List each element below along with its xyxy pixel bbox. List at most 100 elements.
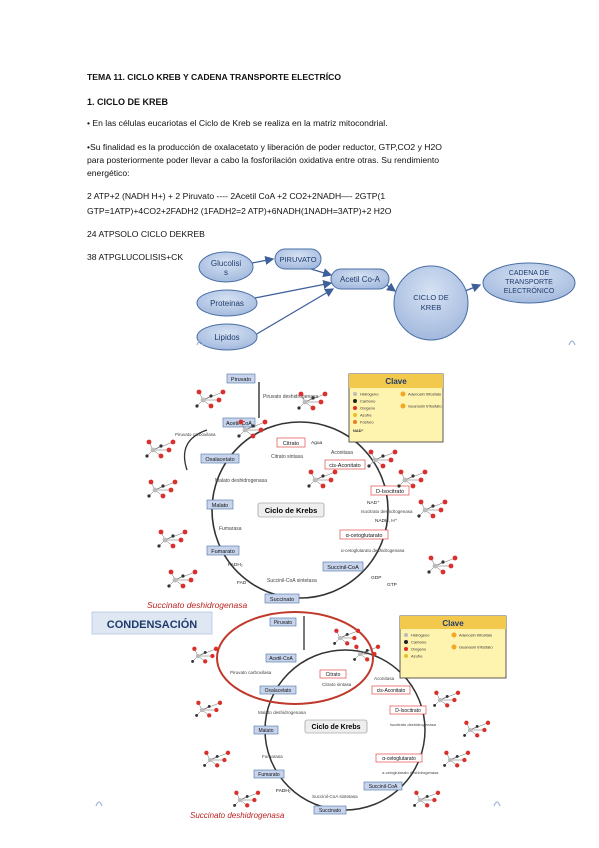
molecule-atom (208, 403, 214, 409)
molecule-atom (413, 803, 417, 807)
metabolite-acetil-coa: Acetil-CoA (269, 656, 293, 662)
molecule-atom (455, 754, 459, 758)
molecule-atom (203, 650, 207, 654)
molecule-atom (367, 464, 371, 468)
node-proteinas (196, 289, 258, 317)
molecule-atom (168, 569, 174, 575)
svg-text:Oxígeno: Oxígeno (360, 406, 376, 411)
molecule-atom (217, 700, 223, 705)
molecule-atom (442, 499, 448, 505)
molecule-atom (432, 797, 437, 803)
molecule-atom (213, 646, 219, 651)
svg-text:Azufre: Azufre (360, 413, 372, 418)
molecule-atom (398, 469, 404, 475)
molecule-atom (222, 757, 227, 763)
svg-text:NAD⁺: NAD⁺ (353, 428, 364, 433)
molecule-atom (418, 477, 424, 483)
molecule-atom (355, 628, 361, 633)
molecule-atom (237, 434, 241, 438)
svg-text:Guanosin trifosfato: Guanosin trifosfato (408, 404, 442, 409)
svg-text:GTP: GTP (387, 582, 397, 588)
molecule-atom (397, 484, 401, 488)
molecule-atom (437, 697, 443, 703)
molecule-atom (425, 794, 429, 798)
molecule-atom (345, 641, 350, 646)
metabolite-acetil-coa: Acetil-CoA (226, 421, 252, 427)
banner-title: CONDENSACIÓN (107, 618, 198, 631)
node-ciclo-kreb (393, 265, 469, 341)
molecule-atom (482, 727, 487, 733)
molecule-atom (214, 707, 219, 713)
svg-text:Carbono: Carbono (360, 399, 376, 404)
molecule-atom (172, 577, 178, 583)
molecule-atom (160, 493, 166, 499)
molecule-atom (435, 790, 441, 795)
molecule-atom (157, 544, 161, 548)
svg-text:FADH₂: FADH₂ (228, 562, 243, 568)
molecule-atom (414, 790, 419, 795)
molecule-atom (203, 659, 208, 664)
molecule-atom (434, 690, 439, 695)
molecule-atom (252, 797, 257, 803)
molecule-atom (150, 447, 156, 453)
molecule-atom (318, 399, 324, 405)
molecule-atom (204, 750, 209, 755)
molecule-atom (216, 397, 222, 403)
molecule-atom (158, 453, 164, 459)
molecule-atom (430, 513, 436, 519)
molecule-atom (258, 427, 264, 433)
molecule-atom (380, 463, 386, 469)
metabolite-cis-aconitato: cis-Aconitato (377, 688, 406, 694)
equation-line: GTP=1ATP)+4CO2+2FADH2 (1FADH2=2 ATP)+6NA… (87, 206, 392, 216)
svg-text:FADH₂: FADH₂ (276, 788, 291, 794)
svg-text:Glucolisi: Glucolisi (211, 259, 241, 268)
svg-text:Piruvato carboxilasa: Piruvato carboxilasa (230, 670, 272, 675)
molecule-atom (199, 707, 205, 713)
molecule-atom (207, 704, 211, 708)
molecule-atom (196, 700, 201, 705)
metabolite-citrato: Citrato (283, 441, 299, 447)
molecule-atom (171, 534, 175, 538)
molecule-atom (333, 641, 337, 645)
metabolite-succinil-coa: Succinil-CoA (369, 784, 398, 790)
svg-text:Azufre: Azufre (411, 654, 423, 659)
node-glucolisis (198, 251, 254, 283)
molecule-atom (166, 447, 172, 453)
svg-text:Lipidos: Lipidos (214, 333, 239, 342)
enzyme-succinato-deshidrogenasa: Succinato deshidrogenasa (147, 600, 247, 610)
molecule-atom (203, 763, 207, 767)
metabolite-cis-aconitato: cis-Aconitato (329, 463, 361, 469)
molecule-atom (388, 457, 394, 463)
molecule-atom (332, 469, 338, 475)
molecule-atom (372, 457, 378, 463)
molecule-atom (233, 803, 237, 807)
section-heading: 1. CICLO DE KREB (87, 97, 169, 107)
molecule-atom (445, 703, 450, 708)
molecule-atom (375, 644, 381, 649)
molecule-atom (195, 653, 201, 659)
highlight-ellipse (216, 611, 374, 705)
cycle-center-label: Ciclo de Krebs (311, 724, 360, 731)
molecule-atom (402, 477, 408, 483)
molecule-atom (168, 487, 174, 493)
molecule-atom (207, 713, 212, 718)
molecule-atom (237, 797, 243, 803)
molecule-atom (485, 720, 491, 725)
node-acetil-coa (330, 268, 390, 290)
molecule-atom (196, 389, 202, 395)
molecule-atom (250, 433, 256, 439)
molecule-atom (462, 757, 467, 763)
molecule-atom (298, 391, 304, 397)
svg-text:ELECTRÓNICO: ELECTRÓNICO (504, 286, 555, 295)
molecule-atom (328, 477, 334, 483)
molecule-atom (255, 790, 261, 795)
molecule-atom (354, 644, 359, 649)
svg-text:Malato deshidrogenasa: Malato deshidrogenasa (258, 710, 306, 715)
molecule-atom (302, 399, 308, 405)
molecule-atom (188, 577, 194, 583)
molecule-atom (365, 657, 370, 662)
metabolite-d-isocitrato: D-Isocitrato (376, 489, 404, 495)
molecule-atom (195, 713, 199, 717)
molecule-atom (308, 469, 314, 475)
molecule-atom (238, 419, 244, 425)
